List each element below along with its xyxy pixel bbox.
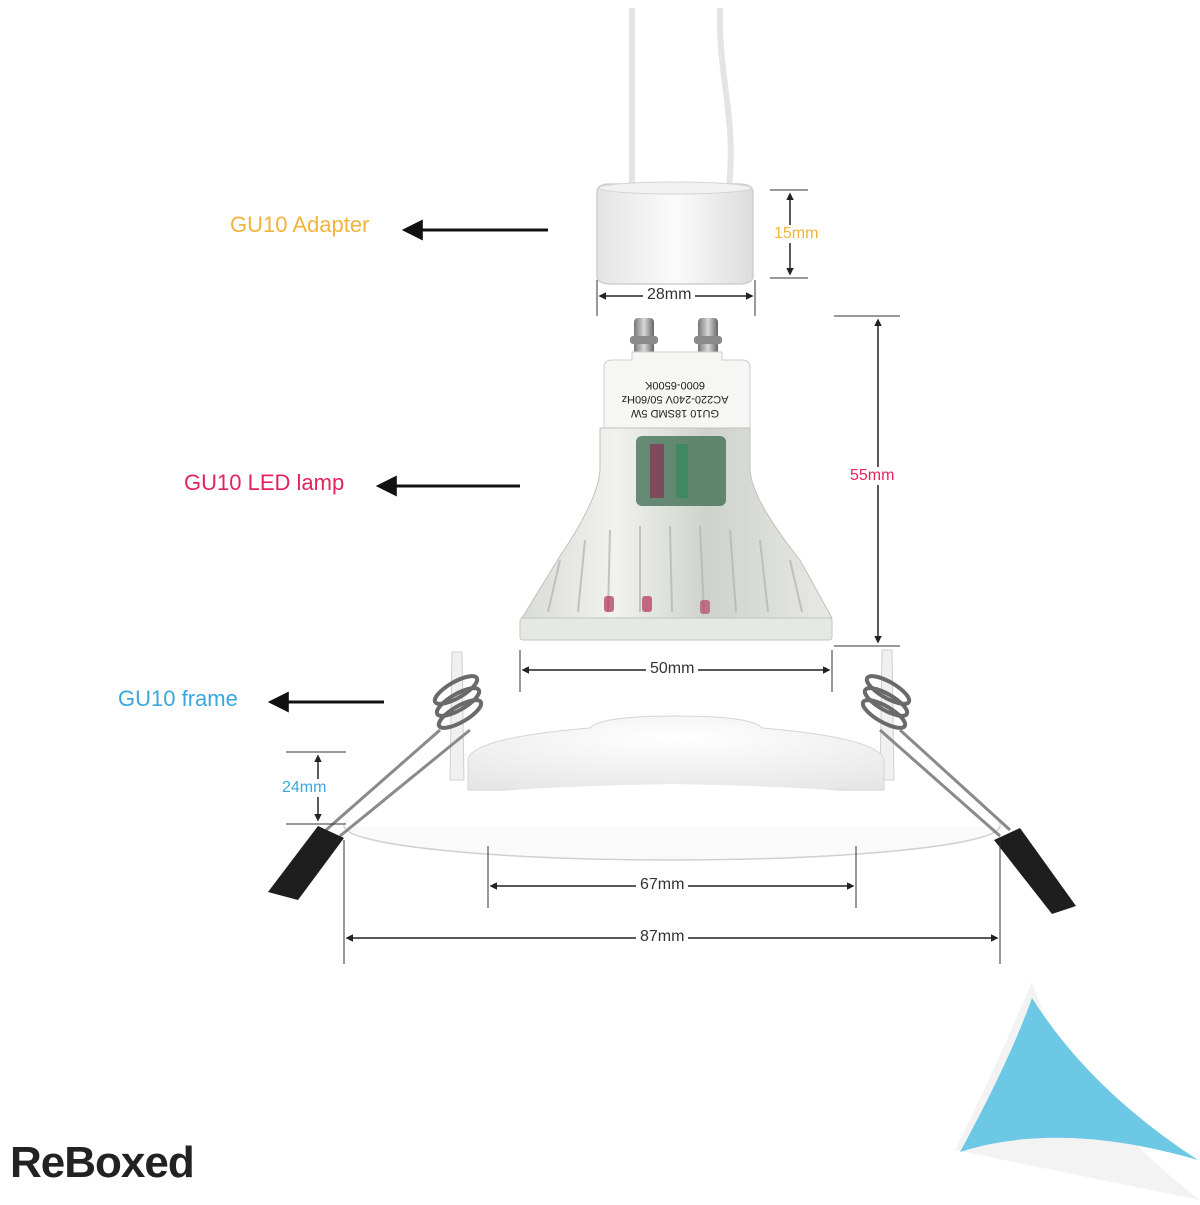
brand-logo: ReBoxed: [10, 1138, 195, 1187]
corner-page-curl: [955, 982, 1200, 1200]
gu10-frame: [268, 649, 1076, 914]
lamp-print: GU10 18SMD 5W AC220-240V 50/60Hz 6000-65…: [621, 379, 728, 419]
lamp-print-line2: AC220-240V 50/60Hz: [621, 393, 728, 405]
adapter-width-label: 28mm: [643, 286, 696, 304]
lamp-print-line3: 6000-6500K: [644, 379, 705, 391]
wires: [629, 7, 734, 197]
lamp-print-line1: GU10 18SMD 5W: [630, 407, 719, 419]
gu10-led-lamp: [519, 318, 833, 641]
gu10-adapter: [596, 181, 754, 285]
pointer-arrows: [267, 219, 548, 713]
outer-diameter-label: 87mm: [636, 928, 689, 946]
frame-label: GU10 frame: [118, 686, 238, 711]
cutout-diameter-label: 67mm: [636, 876, 689, 894]
lamp-height-label: 55mm: [846, 467, 899, 485]
lamp-width-label: 50mm: [646, 660, 699, 678]
adapter-height-label: 15mm: [770, 225, 823, 243]
lamp-label: GU10 LED lamp: [184, 470, 345, 495]
adapter-label: GU10 Adapter: [230, 212, 370, 237]
frame-height-label: 24mm: [278, 779, 331, 797]
